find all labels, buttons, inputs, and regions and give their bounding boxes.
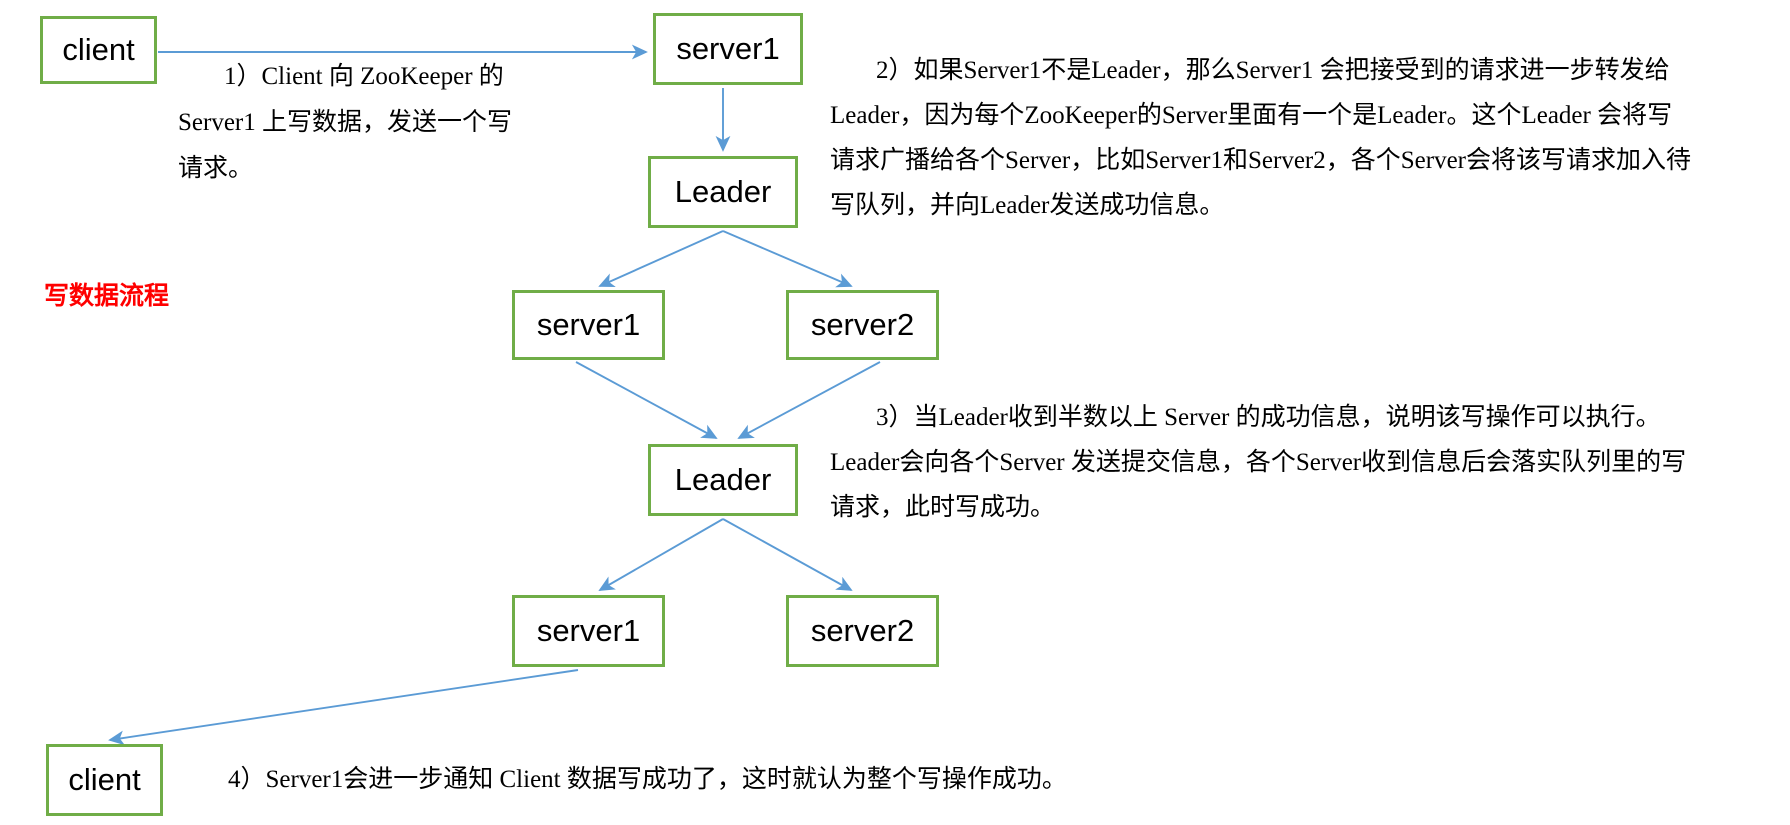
step-4-line-1: 4）Server1会进一步通知 Client 数据写成功了，这时就认为整个写操作… — [228, 766, 1067, 793]
step-4-text: 4）Server1会进一步通知 Client 数据写成功了，这时就认为整个写操作… — [228, 757, 1067, 802]
node-label: Leader — [674, 462, 772, 497]
node-label: server2 — [810, 307, 915, 342]
node-server1-mid[interactable]: server1 — [512, 290, 665, 360]
step-2-line-3: 请求广播给各个Server，比如Server1和Server2，各个Server… — [830, 147, 1691, 174]
edge-server1mid-to-leader2 — [575, 361, 718, 439]
step-3-line-3: 请求，此时写成功。 — [830, 494, 1056, 521]
node-label: server1 — [536, 613, 641, 648]
step-3-line-1: 3）当Leader收到半数以上 Server 的成功信息，说明该写操作可以执行。 — [876, 404, 1661, 431]
step-1-line-2: Server1 上写数据，发送一个写 — [178, 109, 512, 136]
node-client-top[interactable]: client — [40, 16, 157, 84]
node-server2-mid[interactable]: server2 — [786, 290, 939, 360]
edge-leader2-to-server1bot — [598, 518, 724, 591]
step-1-text: 1）Client 向 ZooKeeper 的 Server1 上写数据，发送一个… — [178, 54, 598, 192]
node-label: client — [68, 762, 141, 797]
step-3-line-2: Leader会向各个Server 发送提交信息，各个Server收到信息后会落实… — [830, 449, 1687, 476]
flow-title-label: 写数据流程 — [44, 282, 170, 310]
step-2-text: 2）如果Server1不是Leader，那么Server1 会把接受到的请求进一… — [830, 48, 1691, 228]
node-label: Leader — [674, 174, 772, 209]
node-label: server1 — [536, 307, 641, 342]
step-2-line-4: 写队列，并向Leader发送成功信息。 — [830, 192, 1225, 219]
node-client-bot[interactable]: client — [46, 744, 163, 816]
step-1-line-1: 1）Client 向 ZooKeeper 的 — [224, 63, 504, 90]
edge-server1bot-to-client — [108, 669, 579, 746]
node-label: client — [62, 32, 135, 67]
node-label: server1 — [676, 31, 780, 66]
edge-leader1-to-server1mid — [598, 230, 724, 288]
step-3-text: 3）当Leader收到半数以上 Server 的成功信息，说明该写操作可以执行。… — [830, 395, 1686, 530]
step-2-line-2: Leader，因为每个ZooKeeper的Server里面有一个是Leader。… — [830, 102, 1673, 129]
node-server1-bot[interactable]: server1 — [512, 595, 665, 667]
step-2-line-1: 2）如果Server1不是Leader，那么Server1 会把接受到的请求进一… — [876, 57, 1670, 84]
step-1-line-3: 请求。 — [178, 155, 254, 182]
edge-leader1-to-server2mid — [722, 230, 853, 288]
node-server1-top[interactable]: server1 — [653, 13, 803, 85]
node-leader-1[interactable]: Leader — [648, 156, 798, 228]
node-server2-bot[interactable]: server2 — [786, 595, 939, 667]
node-leader-2[interactable]: Leader — [648, 444, 798, 516]
node-label: server2 — [810, 613, 915, 648]
